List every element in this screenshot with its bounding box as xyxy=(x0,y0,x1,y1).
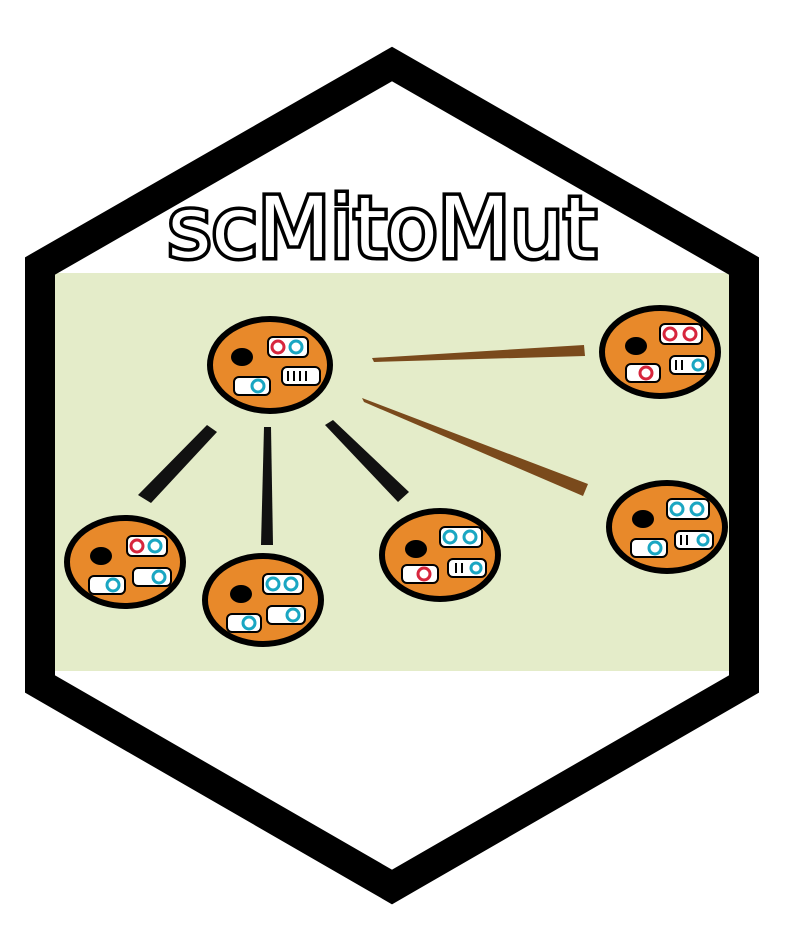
cell-branch-bottom xyxy=(606,480,728,574)
lineage-line-bottom-branch xyxy=(362,398,588,496)
cell-branch-top xyxy=(599,305,721,399)
hexagon-border-icon xyxy=(25,46,759,905)
mitochondrion-icon xyxy=(88,575,126,595)
cell-icon xyxy=(202,553,324,647)
lineage-line-right xyxy=(325,420,409,502)
lineage-line-mid xyxy=(261,427,273,545)
nucleus-icon xyxy=(405,540,427,558)
cell-child-right xyxy=(379,508,501,602)
cell-icon xyxy=(379,508,501,602)
mitochondrion-icon xyxy=(262,573,304,595)
nucleus-icon xyxy=(625,337,647,355)
nucleus-icon xyxy=(231,348,253,366)
cell-parent xyxy=(207,316,333,414)
mitochondrion-icon xyxy=(226,613,262,633)
lineage-lines-black xyxy=(138,420,409,545)
cell-icon xyxy=(64,515,186,609)
cell-child-mid xyxy=(202,553,324,647)
lineage-line-left xyxy=(138,425,217,503)
lineage-lines-brown xyxy=(362,345,588,496)
mitochondrion-icon xyxy=(267,336,309,358)
mitochondrion-icon xyxy=(669,355,709,375)
logo-title: scMitoMut xyxy=(168,179,597,277)
mitochondrion-icon xyxy=(233,376,271,396)
mitochondrion-icon xyxy=(630,538,668,558)
cell-child-left xyxy=(64,515,186,609)
mitochondrion-icon xyxy=(281,366,321,386)
mitochondrion-icon xyxy=(266,605,306,625)
cell-icon xyxy=(599,305,721,399)
mitochondrion-icon xyxy=(401,564,439,584)
mitochondrion-icon xyxy=(132,567,172,587)
nucleus-icon xyxy=(632,510,654,528)
mitochondrion-icon xyxy=(447,558,487,578)
nucleus-icon xyxy=(230,585,252,603)
cell-icon xyxy=(207,316,333,414)
lineage-line-top-branch xyxy=(372,345,585,362)
nucleus-icon xyxy=(90,547,112,565)
mitochondrion-icon xyxy=(126,535,168,557)
mitochondrion-icon xyxy=(625,363,661,383)
mitochondrion-icon xyxy=(659,323,703,345)
cell-icon xyxy=(606,480,728,574)
mitochondrion-icon xyxy=(666,498,710,520)
mitochondrion-icon xyxy=(439,526,483,548)
mitochondrion-icon xyxy=(674,530,714,550)
